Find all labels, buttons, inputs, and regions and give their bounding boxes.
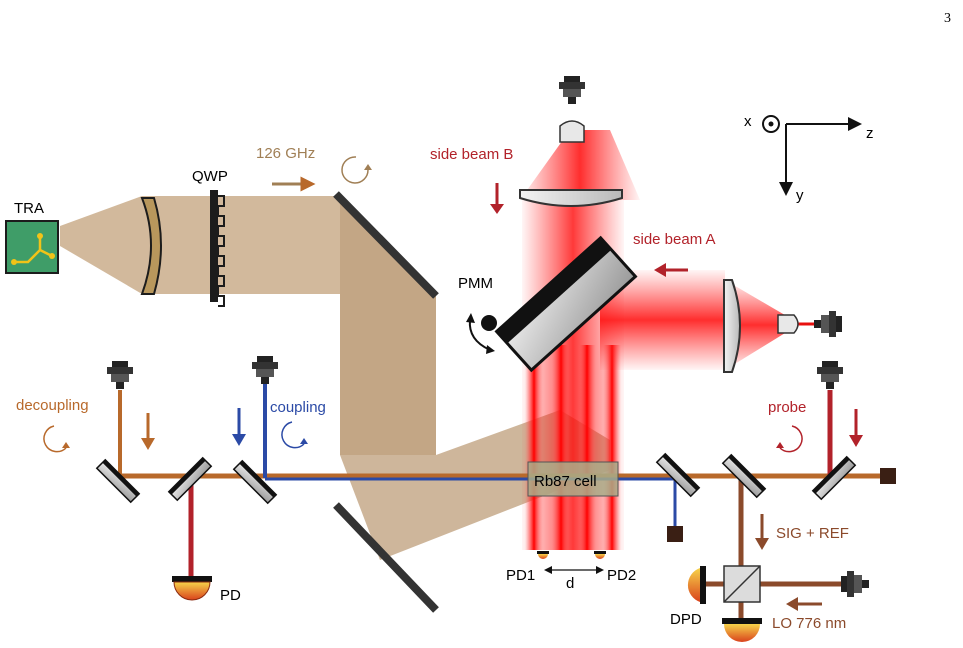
fiber-coupler-icon	[814, 311, 842, 337]
pmm-pivot-icon	[481, 315, 497, 331]
quarter-wave-plate-icon	[210, 190, 225, 307]
beam-dump-icon	[667, 526, 683, 542]
fiber-coupler-icon	[841, 571, 869, 597]
mirror-icon	[655, 452, 701, 498]
fiber-coupler-icon	[107, 361, 133, 389]
fiber-coupler-icon	[817, 361, 843, 389]
axis-z-label: z	[866, 125, 874, 142]
side-beam-b-lens-icon	[519, 189, 623, 207]
photodiode-icon	[537, 551, 549, 559]
decoupling-label: decoupling	[16, 397, 89, 414]
beam-dump-icon	[880, 468, 896, 484]
axis-y-label: y	[796, 187, 804, 204]
pmm-label: PMM	[458, 275, 493, 292]
beam-splitter-icon	[721, 453, 767, 499]
photodiode-icon	[722, 618, 762, 642]
beam-splitter-icon	[232, 459, 278, 505]
beam-splitter-icon	[167, 456, 213, 502]
rotation-arrow-icon	[468, 319, 491, 351]
coordinate-axes: x z y	[744, 113, 874, 204]
dpd-label: DPD	[670, 611, 702, 628]
tra-label: TRA	[14, 200, 44, 217]
pd-label: PD	[220, 587, 241, 604]
side-beam-a-light	[600, 270, 815, 370]
collimator-icon	[777, 314, 799, 334]
thz-polarization-icon	[341, 156, 369, 184]
sig-ref-label: SIG + REF	[776, 525, 849, 542]
fiber-coupler-icon	[559, 76, 585, 104]
fiber-coupler-icon	[252, 356, 278, 384]
axis-x-label: x	[744, 113, 752, 130]
qwp-label: QWP	[192, 168, 228, 185]
probe-label: probe	[768, 399, 806, 416]
coupling-label: coupling	[270, 399, 326, 416]
side-beam-b-label: side beam B	[430, 146, 513, 163]
mirror-icon	[95, 458, 141, 504]
terahertz-source-icon	[5, 220, 59, 274]
collimator-icon	[559, 120, 585, 143]
coupling-polarization-icon	[281, 421, 305, 449]
piezo-mirror-mount-icon	[494, 235, 638, 373]
thz-mirror-lower	[333, 502, 439, 613]
pd2-label: PD2	[607, 567, 636, 584]
probe-polarization-icon	[779, 425, 803, 453]
lo-label: LO 776 nm	[772, 615, 846, 632]
pd1-label: PD1	[506, 567, 535, 584]
terahertz-lens-icon	[140, 197, 162, 295]
side-beam-a-label: side beam A	[633, 231, 716, 248]
distance-label: d	[566, 575, 574, 592]
thz-mirror-upper	[333, 191, 439, 299]
decoupling-polarization-icon	[43, 425, 67, 453]
side-beam-a-lens-icon	[723, 279, 741, 373]
photodiode-icon	[594, 551, 606, 559]
beam-splitter-cube-icon	[723, 565, 761, 603]
rb-vapor-cell	[527, 461, 619, 497]
mirror-icon	[811, 455, 857, 501]
photodiode-icon	[687, 566, 706, 604]
page-number: 3	[944, 11, 951, 26]
photodiode-icon	[172, 576, 212, 601]
rb-cell-label: Rb87 cell	[534, 473, 597, 490]
thz-frequency-label: 126 GHz	[256, 145, 315, 162]
